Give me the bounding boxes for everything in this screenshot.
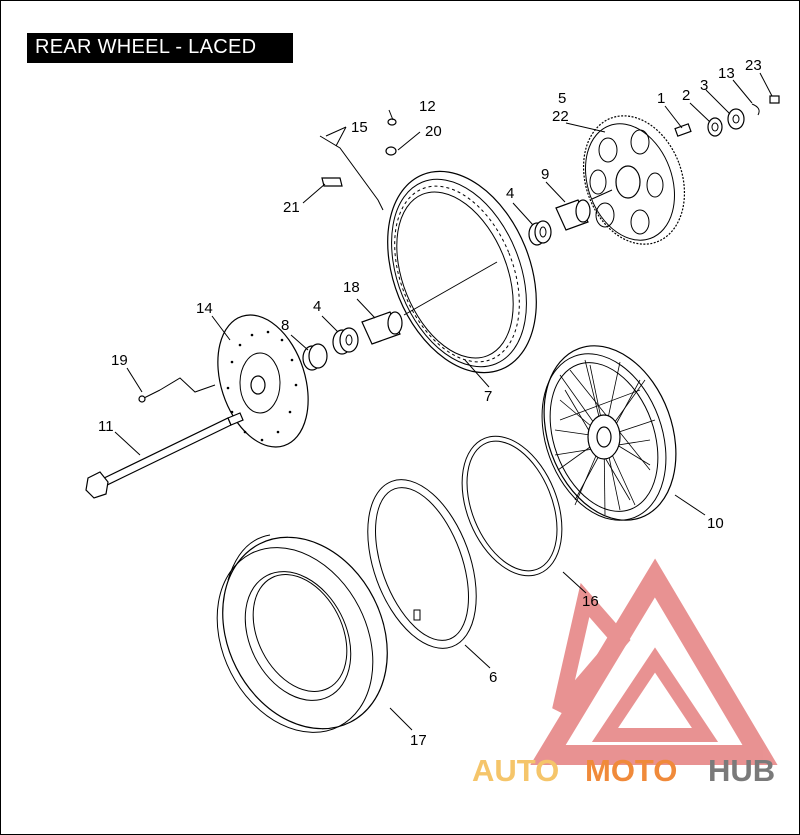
callout-23: 23	[745, 57, 762, 74]
spacer-18	[361, 311, 403, 345]
logo-inner-stroke	[552, 582, 631, 716]
leader-lines	[114, 72, 773, 731]
callout-18: 18	[343, 279, 360, 296]
callout-12: 12	[419, 98, 436, 115]
clip-13	[751, 103, 760, 116]
callout-9: 9	[541, 166, 549, 183]
callout-16: 16	[582, 593, 599, 610]
callout-1: 1	[657, 90, 665, 107]
watermark-logo	[530, 558, 778, 765]
watermark-auto: AUTO	[472, 753, 559, 788]
callout-10: 10	[707, 515, 724, 532]
rim-7	[387, 170, 537, 374]
screw-23	[769, 95, 780, 104]
screw-12	[387, 118, 397, 126]
callout-3: 3	[700, 77, 708, 94]
weight-21	[321, 177, 343, 187]
callout-15: 15	[351, 119, 368, 136]
screw-1	[674, 123, 692, 137]
washer-2	[707, 117, 723, 137]
callout-14: 14	[196, 300, 213, 317]
callout-4-left: 4	[313, 298, 321, 315]
assembly-lines	[159, 189, 613, 393]
nut-20	[385, 146, 397, 156]
tire-17	[216, 534, 388, 733]
bearing-4-right	[528, 220, 552, 246]
watermark-moto: MOTO	[585, 753, 677, 788]
laced-wheel-10	[541, 345, 677, 521]
rear-sprocket-5	[582, 115, 686, 245]
callout-6: 6	[489, 669, 497, 686]
spacer-9	[555, 199, 591, 231]
axle-11	[85, 412, 244, 499]
spoke-15	[319, 135, 384, 211]
callout-labels: 1 2 3 13 23 5 22 12 20 15 9 4 21 18 14 8…	[98, 57, 762, 749]
callout-13: 13	[718, 65, 735, 82]
callout-22: 22	[552, 108, 569, 125]
watermark-hub: HUB	[708, 753, 775, 788]
screw-19	[138, 389, 161, 403]
callout-17: 17	[410, 732, 427, 749]
callout-20: 20	[425, 123, 442, 140]
bearing-4-left	[332, 327, 359, 355]
title-bar: REAR WHEEL - LACED	[27, 33, 293, 63]
nut-3	[727, 108, 745, 130]
callout-5: 5	[558, 90, 566, 107]
callout-2: 2	[682, 87, 690, 104]
inner-tube-6	[367, 479, 477, 649]
callout-4-right: 4	[506, 185, 514, 202]
watermark-text: AUTO MOTO HUB	[472, 753, 775, 788]
callout-8: 8	[281, 317, 289, 334]
callout-19: 19	[111, 352, 128, 369]
callout-11: 11	[98, 418, 114, 435]
callout-21: 21	[283, 199, 300, 216]
spacer-8	[302, 343, 328, 371]
rim-strip-16	[461, 435, 563, 577]
callout-7: 7	[484, 388, 492, 405]
logo-inner-triangle	[591, 647, 719, 742]
diagram-title: REAR WHEEL - LACED	[35, 36, 257, 58]
